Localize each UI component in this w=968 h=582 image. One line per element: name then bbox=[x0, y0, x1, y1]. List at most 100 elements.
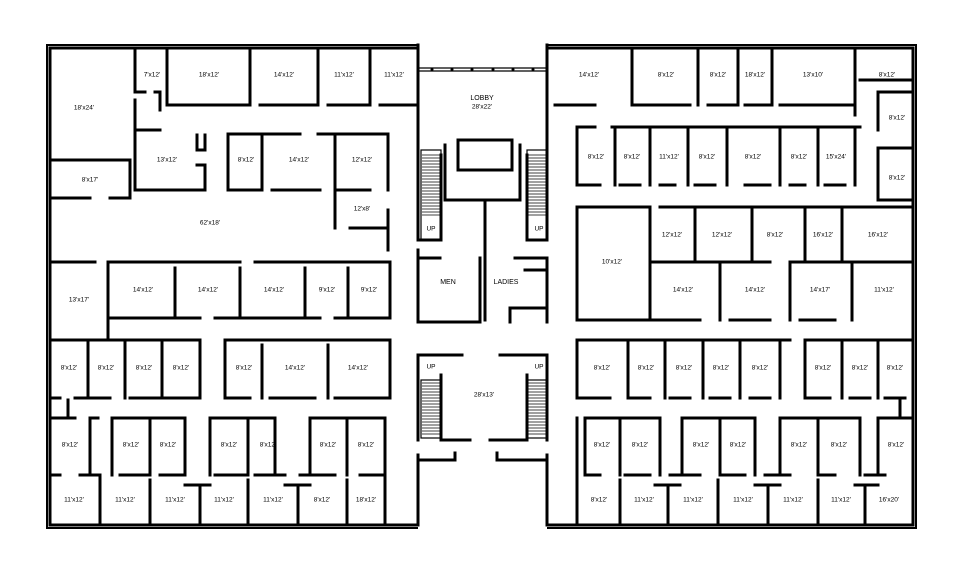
west-wing-walls bbox=[48, 46, 420, 252]
room-label: 8'x12' bbox=[710, 72, 727, 79]
room-label: 8'x12' bbox=[791, 154, 808, 161]
room-label: 10'x12' bbox=[602, 259, 622, 266]
room-label: 18'x12' bbox=[199, 72, 219, 79]
room-label: 11'x12' bbox=[384, 72, 404, 79]
room-label: 15'x24' bbox=[826, 154, 846, 161]
room-label: 8'x12' bbox=[713, 365, 730, 372]
stair-up-label: UP bbox=[426, 364, 435, 371]
room-label: 8'x12' bbox=[173, 365, 190, 372]
east-lower-walls bbox=[575, 338, 915, 527]
room-label: 11'x12' bbox=[165, 497, 185, 504]
room-label: 8'x12' bbox=[730, 442, 747, 449]
room-label: 7'x12' bbox=[144, 72, 161, 79]
room-label: 14'x12' bbox=[289, 157, 309, 164]
room-label: 11'x12' bbox=[334, 72, 354, 79]
room-label: 12'x12' bbox=[712, 232, 732, 239]
room-label: 11'x12' bbox=[659, 154, 679, 161]
core-walls bbox=[416, 138, 549, 527]
room-label: 8'x12' bbox=[632, 442, 649, 449]
room-label: 11'x12' bbox=[874, 287, 894, 294]
room-label: 8'x12' bbox=[658, 72, 675, 79]
room-label: 8'x12' bbox=[136, 365, 153, 372]
room-label: 14'x12' bbox=[274, 72, 294, 79]
room-label: 8'x12' bbox=[588, 154, 605, 161]
room-label: 8'x12' bbox=[752, 365, 769, 372]
men-restroom-label: MEN bbox=[440, 279, 456, 286]
room-label: 9'x12' bbox=[361, 287, 378, 294]
room-label: 13'x12' bbox=[157, 157, 177, 164]
room-label: 8'x12' bbox=[314, 497, 331, 504]
room-label: 11'x12' bbox=[115, 497, 135, 504]
room-label: 14'x12' bbox=[264, 287, 284, 294]
room-label: 28'x13' bbox=[474, 392, 494, 399]
room-label: 9'x12' bbox=[319, 287, 336, 294]
room-label: 12'x12' bbox=[352, 157, 372, 164]
ladies-restroom-label: LADIES bbox=[494, 279, 519, 286]
room-label: 11'x12' bbox=[783, 497, 803, 504]
room-label: 8'x12' bbox=[887, 365, 904, 372]
room-label: 16'x20' bbox=[879, 497, 899, 504]
room-label: 8'x12' bbox=[221, 442, 238, 449]
room-label: 11'x12' bbox=[831, 497, 851, 504]
room-label: 14'x17' bbox=[810, 287, 830, 294]
room-label: 8'x12' bbox=[879, 72, 896, 79]
room-label: 12'x8' bbox=[354, 206, 371, 213]
room-label: 8'x12' bbox=[591, 497, 608, 504]
room-label: 14'x12' bbox=[348, 365, 368, 372]
room-label: 14'x12' bbox=[133, 287, 153, 294]
room-label: 8'x12' bbox=[831, 442, 848, 449]
room-label: 14'x12' bbox=[198, 287, 218, 294]
lobby-name-label: LOBBY bbox=[470, 95, 494, 102]
room-label: 8'x12' bbox=[767, 232, 784, 239]
room-label: 8'x12' bbox=[61, 365, 78, 372]
room-label: 8'x12' bbox=[98, 365, 115, 372]
room-label: 8'x12' bbox=[699, 154, 716, 161]
room-label: 14'x12' bbox=[579, 72, 599, 79]
room-label: 8'x12' bbox=[888, 442, 905, 449]
room-label: 8'x17' bbox=[82, 177, 99, 184]
room-label: 12'x12' bbox=[662, 232, 682, 239]
room-label: 11'x12' bbox=[64, 497, 84, 504]
room-labels: 18'x24' 7'x12' 18'x12' 14'x12' 11'x12' 1… bbox=[61, 72, 906, 504]
room-label: 8'x12' bbox=[693, 442, 710, 449]
room-label: 8'x12' bbox=[594, 442, 611, 449]
room-label: 8'x12' bbox=[745, 154, 762, 161]
room-label: 16'x12' bbox=[813, 232, 833, 239]
room-label: 13'x17' bbox=[69, 297, 89, 304]
room-label: 18'x12' bbox=[356, 497, 376, 504]
room-label: 8'x12' bbox=[889, 115, 906, 122]
room-label: 8'x12' bbox=[676, 365, 693, 372]
room-label: 14'x12' bbox=[285, 365, 305, 372]
room-label: 11'x12' bbox=[683, 497, 703, 504]
room-label: 14'x12' bbox=[673, 287, 693, 294]
room-label: 11'x12' bbox=[214, 497, 234, 504]
lobby-size-label: 28'x22' bbox=[472, 104, 492, 111]
room-label: 8'x12' bbox=[889, 175, 906, 182]
room-label: 16'x12' bbox=[868, 232, 888, 239]
exterior-walls bbox=[46, 43, 917, 529]
room-label: 8'x12' bbox=[260, 442, 277, 449]
east-wing-walls bbox=[553, 46, 915, 322]
stair-up-label: UP bbox=[534, 226, 543, 233]
room-label: 18'x12' bbox=[745, 72, 765, 79]
room-label: 14'x12' bbox=[745, 287, 765, 294]
room-label: 8'x12' bbox=[624, 154, 641, 161]
west-middle-walls bbox=[48, 260, 392, 342]
room-label: 8'x12' bbox=[238, 157, 255, 164]
room-label: 8'x12' bbox=[852, 365, 869, 372]
west-lower-walls bbox=[48, 338, 392, 527]
room-label: 8'x12' bbox=[236, 365, 253, 372]
core-labels: LOBBY 28'x22' MEN LADIES UP UP UP UP bbox=[426, 95, 543, 371]
stair-treads bbox=[422, 154, 546, 435]
room-label: 8'x12' bbox=[160, 442, 177, 449]
room-label: 8'x12' bbox=[62, 442, 79, 449]
room-label: 8'x12' bbox=[638, 365, 655, 372]
stair-up-label: UP bbox=[426, 226, 435, 233]
room-label: 8'x12' bbox=[358, 442, 375, 449]
room-label: 8'x12' bbox=[594, 365, 611, 372]
room-label: 8'x12' bbox=[320, 442, 337, 449]
room-label: 8'x12' bbox=[791, 442, 808, 449]
stair-up-label: UP bbox=[534, 364, 543, 371]
room-label: 11'x12' bbox=[263, 497, 283, 504]
